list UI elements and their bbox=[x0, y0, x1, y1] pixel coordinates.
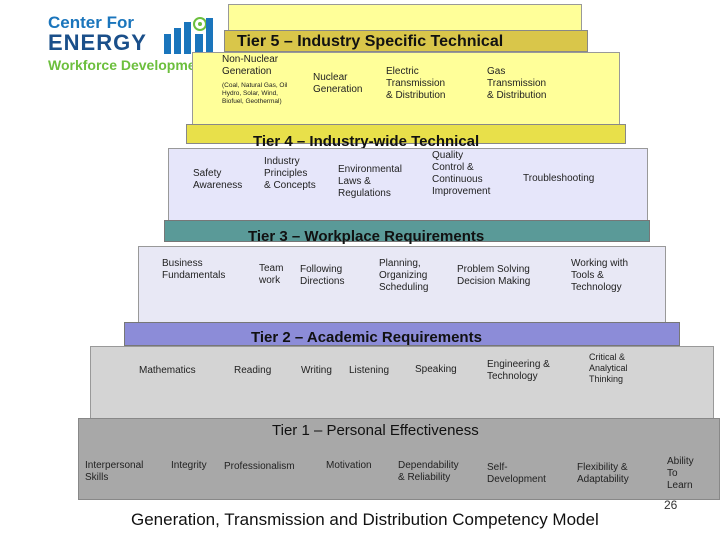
tier1-item-6: Self- Development bbox=[487, 462, 546, 485]
tier3-box bbox=[138, 246, 666, 336]
tier4-item-5: Troubleshooting bbox=[523, 173, 595, 184]
tier5-top-cap bbox=[228, 4, 582, 32]
tier5-nuclear: Nuclear Generation bbox=[313, 72, 363, 95]
tier3-title-bar bbox=[164, 220, 650, 242]
tier5-electric: Electric Transmission & Distribution bbox=[386, 66, 446, 101]
tier3-title: Tier 3 – Workplace Requirements bbox=[248, 228, 485, 245]
diagram-caption: Generation, Transmission and Distributio… bbox=[131, 510, 599, 529]
tier1-item-8: Ability To Learn bbox=[667, 456, 694, 491]
tier1-item-2: Integrity bbox=[171, 460, 207, 471]
tier2-title-bar bbox=[124, 322, 680, 346]
tier2-item-2: Reading bbox=[234, 365, 272, 376]
energy-icons bbox=[164, 17, 213, 54]
tier3-item-2: Team work bbox=[259, 263, 284, 286]
page-number: 26 bbox=[664, 498, 678, 512]
tier2-item-4: Listening bbox=[349, 365, 390, 376]
logo-line1: Center For bbox=[48, 13, 134, 32]
tier2-item-5: Speaking bbox=[415, 364, 457, 375]
tier2-item-6: Engineering & Technology bbox=[487, 359, 550, 382]
tier3-item-3: Following Directions bbox=[300, 264, 345, 287]
tier2-item-3: Writing bbox=[301, 365, 332, 376]
tier2-item-7: Critical & Analytical Thinking bbox=[589, 352, 628, 384]
tier4-title-bar bbox=[186, 124, 626, 144]
tier4-item-1: Safety Awareness bbox=[193, 168, 243, 191]
tier2-title: Tier 2 – Academic Requirements bbox=[251, 329, 482, 346]
tier4-title: Tier 4 – Industry-wide Technical bbox=[253, 133, 480, 150]
tier5-non-nuclear-sub: (Coal, Natural Gas, Oil Hydro, Solar, Wi… bbox=[222, 82, 288, 105]
tier4-item-2: Industry Principles & Concepts bbox=[264, 156, 316, 191]
logo: Center For ENERGY Workforce Development bbox=[46, 14, 221, 80]
tier3-item-5: Problem Solving Decision Making bbox=[457, 264, 531, 287]
tier2-box bbox=[90, 346, 714, 424]
logo-line2: ENERGY bbox=[48, 30, 147, 55]
tier1-title: Tier 1 – Personal Effectiveness bbox=[272, 422, 479, 439]
tier5-gas: Gas Transmission & Distribution bbox=[487, 66, 547, 101]
tier5-title: Tier 5 – Industry Specific Technical bbox=[237, 33, 504, 50]
tier1-item-7: Flexibility & Adaptability bbox=[577, 462, 629, 485]
tier1-item-3: Professionalism bbox=[224, 461, 295, 472]
tier5-title-bar bbox=[224, 30, 588, 52]
tier1-item-1: Interpersonal Skills bbox=[85, 460, 144, 483]
tier2-item-1: Mathematics bbox=[139, 365, 196, 376]
tier1-box bbox=[78, 418, 720, 500]
tier3-item-6: Working with Tools & Technology bbox=[571, 258, 629, 293]
tier4-item-4: Quality Control & Continuous Improvement bbox=[432, 150, 491, 197]
tier4-box bbox=[168, 148, 648, 232]
tier1-item-5: Dependability & Reliability bbox=[398, 460, 459, 483]
tier3-item-1: Business Fundamentals bbox=[162, 258, 226, 281]
tier4-item-3: Environmental Laws & Regulations bbox=[338, 164, 402, 199]
logo-line3: Workforce Development bbox=[48, 57, 209, 73]
tier5-non-nuclear: Non-Nuclear Generation bbox=[222, 54, 279, 77]
tier1-item-4: Motivation bbox=[326, 460, 372, 471]
tier3-item-4: Planning, Organizing Scheduling bbox=[379, 258, 429, 293]
